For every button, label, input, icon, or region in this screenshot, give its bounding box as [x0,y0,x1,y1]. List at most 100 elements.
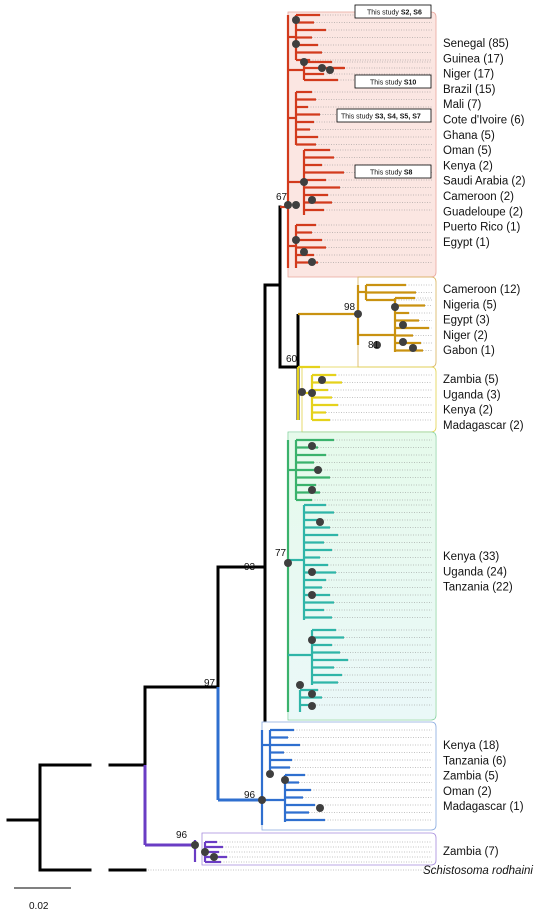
clade-label-orange: Cameroon (12) [443,284,521,296]
clade-label-blue: Oman (2) [443,786,492,798]
bootstrap-label: 67 [276,192,288,203]
support-node [298,388,306,396]
clade-label-yellow: Kenya (2) [443,405,493,417]
bootstrap-labels: 67 98 81 60 77 93 97 96 96 [176,192,380,841]
clade-label-red: Oman (5) [443,145,492,157]
support-node [292,201,300,209]
support-node [258,796,266,804]
support-node [308,196,316,204]
clade-label-green: Uganda (24) [443,566,507,578]
support-node [308,258,316,266]
support-node [191,841,199,849]
support-node [210,853,218,861]
clade-label-red: Saudi Arabia (2) [443,176,526,188]
support-node [308,568,316,576]
support-node [292,236,300,244]
clade-label-red: Cote d'Ivoire (6) [443,115,525,127]
clade-label-orange: Egypt (3) [443,315,490,327]
support-node [318,376,326,384]
clade-region-orange [357,276,437,368]
support-node [292,16,300,24]
support-node [292,40,300,48]
svg-text:This study S3, S4, S5, S7: This study S3, S4, S5, S7 [341,114,421,121]
study-box-prefix: This study [367,10,401,17]
support-node [314,466,322,474]
support-node [300,178,308,186]
clade-label-yellow: Zambia (5) [443,374,499,386]
clade-label-red: Kenya (2) [443,160,493,172]
support-node [308,389,316,397]
node-markers [191,16,417,861]
study-box-prefix: This study [370,170,404,177]
svg-text:This study S8: This study S8 [370,170,413,177]
clade-label-orange: Gabon (1) [443,345,495,357]
support-node [296,681,304,689]
support-node [399,338,407,346]
study-box-ids: S10 [404,80,417,87]
svg-text:This study S10: This study S10 [370,80,416,87]
backbone [6,205,300,872]
study-box-prefix: This study [341,114,375,121]
support-node [399,321,407,329]
clade-tint-green [288,433,435,719]
support-node [308,591,316,599]
clade-label-red: Egypt (1) [443,237,490,249]
study-box: This study S8 [354,164,432,179]
support-node [284,559,292,567]
bootstrap-label: 98 [344,302,356,313]
clade-region-blue [261,721,437,831]
study-box: This study S3, S4, S5, S7 [336,108,432,123]
study-box-ids: S8 [404,170,413,177]
clade-region-purple [201,832,437,866]
clade-label-red: Senegal (85) [443,38,509,50]
support-node [354,310,362,318]
clade-label-red: Guinea (17) [443,53,504,65]
clade-region-green [287,431,437,721]
clade-label-red: Niger (17) [443,69,494,81]
support-node [316,804,324,812]
support-node [326,66,334,74]
study-box: This study S2, S6 [354,4,432,19]
study-box-ids: S3, S4, S5, S7 [375,114,421,121]
clade-label-blue: Zambia (5) [443,771,499,783]
study-box-prefix: This study [370,80,404,87]
clade-label-red: Brazil (15) [443,84,496,96]
support-node [373,341,381,349]
bootstrap-label: 81 [368,340,380,351]
outgroup-label: Schistosoma rodhaini [423,865,533,877]
clade-label-red: Cameroon (2) [443,191,514,203]
clade-label-orange: Niger (2) [443,330,488,342]
support-node [318,64,326,72]
support-node [409,344,417,352]
bootstrap-label: 77 [275,548,287,559]
scale-bar-label: 0.02 [29,901,49,912]
support-node [308,442,316,450]
clade-label-red: Ghana (5) [443,130,495,142]
study-box-ids: S2, S6 [401,10,422,17]
bootstrap-label: 96 [244,790,256,801]
support-node [391,303,399,311]
support-node [308,690,316,698]
support-node [266,770,274,778]
clade-regions [201,11,437,866]
clade-label-blue: Kenya (18) [443,740,499,752]
clade-label-red: Mali (7) [443,99,482,111]
study-box: This study S10 [354,74,432,89]
support-node [284,201,292,209]
clade-label-red: Puerto Rico (1) [443,222,521,234]
clade-label-blue: Tanzania (6) [443,755,506,767]
clade-label-blue: Madagascar (1) [443,801,524,813]
support-node [316,518,324,526]
clade-label-green: Tanzania (22) [443,582,513,594]
clade-label-green: Kenya (33) [443,551,499,563]
clade-labels: Senegal (85) Guinea (17) Niger (17) Brazil … [443,38,526,858]
clade-label-purple: Zambia (7) [443,846,499,858]
clade-label-red: Guadeloupe (2) [443,206,523,218]
bootstrap-label: 96 [176,830,188,841]
svg-text:This study S2, S6: This study S2, S6 [367,10,422,17]
bootstrap-label: 97 [204,678,216,689]
clade-label-orange: Nigeria (5) [443,299,497,311]
clade-label-yellow: Madagascar (2) [443,420,524,432]
clade-label-yellow: Uganda (3) [443,389,501,401]
